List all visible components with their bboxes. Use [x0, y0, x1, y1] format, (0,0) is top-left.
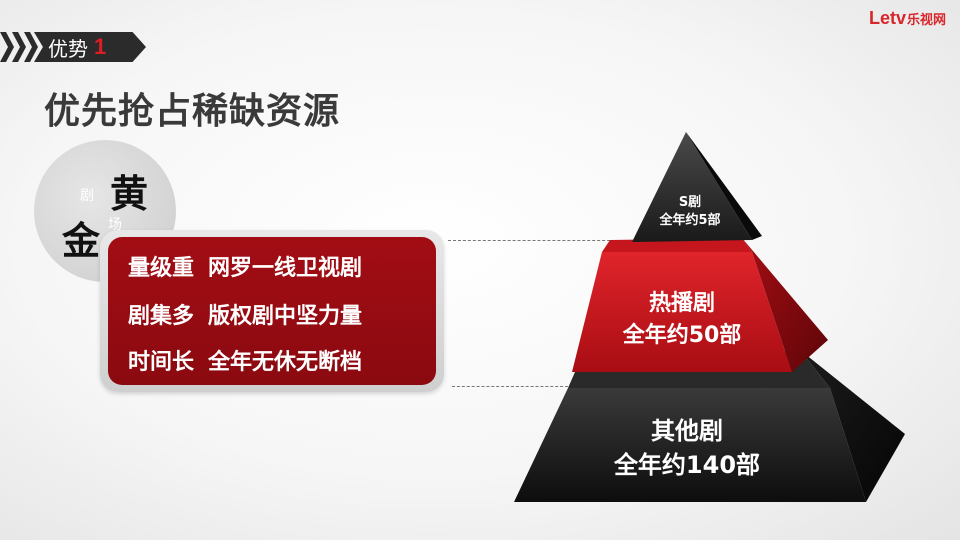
advantage-row: 剧集多版权剧中坚力量 [128, 298, 362, 330]
section-tag-label: 优势 [48, 36, 88, 61]
dashed-connector-top [448, 240, 630, 241]
tier-name: S剧 [678, 195, 702, 210]
badge-char-jin: 金 [62, 219, 101, 263]
pyramid-top-front [632, 132, 752, 242]
pyramid-bottom-label: 其他剧 全年约140部 [592, 414, 782, 482]
page-title: 优先抢占稀缺资源 [44, 91, 341, 132]
pyramid-bottom-front [514, 388, 866, 502]
tier-name: 其他剧 [651, 417, 723, 445]
advantage-key: 时间长 [128, 350, 195, 375]
advantage-value: 网罗一线卫视剧 [208, 256, 363, 281]
advantage-key: 量级重 [128, 256, 195, 281]
pyramid-top-side [686, 132, 762, 240]
pyramid-bottom-side [800, 350, 905, 502]
pyramid-middle-front [572, 252, 792, 372]
badge-char-huang: 黄 [110, 172, 149, 216]
advantage-value: 版权剧中坚力量 [208, 304, 363, 329]
tier-count: 全年约140部 [613, 451, 761, 479]
tier-count: 全年约50部 [622, 323, 742, 348]
pyramid-top-label: S剧 全年约5部 [642, 194, 738, 230]
dashed-connector-bottom [452, 386, 568, 387]
pyramid-middle-side [742, 238, 828, 372]
advantage-row: 量级重网罗一线卫视剧 [128, 250, 362, 282]
tier-name: 热播剧 [648, 291, 715, 316]
advantages-panel [108, 237, 436, 385]
advantage-key: 剧集多 [128, 304, 195, 329]
tier-count: 全年约5部 [659, 213, 721, 228]
badge-char-ju: 剧 [80, 188, 94, 204]
letv-logo: Letv乐视网 [869, 8, 946, 29]
advantage-value: 全年无休无断档 [208, 350, 363, 375]
logo-cn: 乐视网 [906, 13, 946, 28]
section-tag-number: 1 [94, 34, 107, 59]
logo-brand: Letv [868, 8, 906, 28]
section-tag: 优势 1 [34, 32, 146, 62]
badge-char-chang: 场 [108, 217, 122, 233]
chevron-stripes-icon [0, 32, 38, 62]
pyramid-middle-label: 热播剧 全年约50部 [602, 288, 762, 352]
advantage-row: 时间长全年无休无断档 [128, 344, 362, 376]
